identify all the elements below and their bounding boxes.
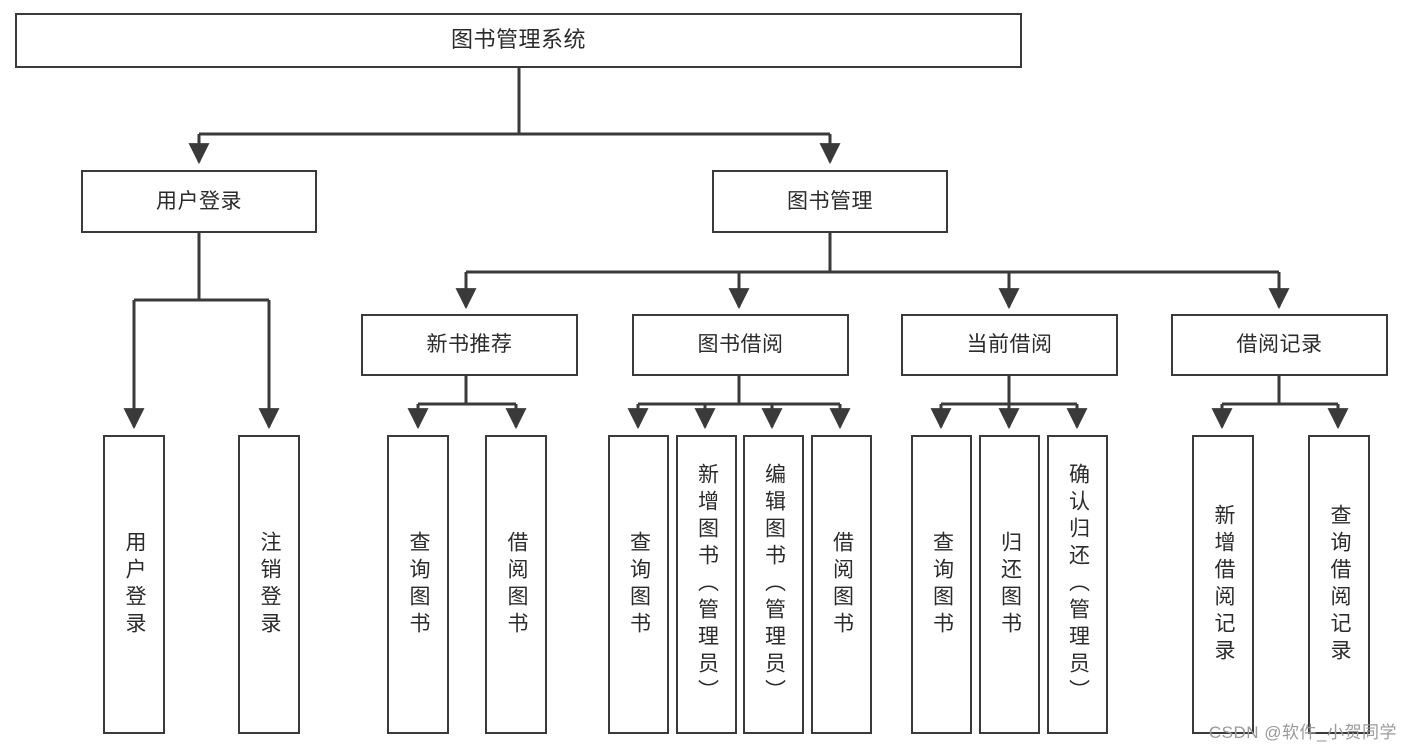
node-label: 编辑图书（管理员） (762, 463, 786, 706)
node-label: 查询图书 (627, 530, 651, 639)
node-label: 新增图书（管理员） (695, 463, 719, 706)
node-label: 图书管理 (787, 189, 873, 213)
node-leaf-query-borrow-record[interactable]: 查询借阅记录 (1308, 435, 1370, 734)
node-label: 借阅图书 (505, 530, 529, 639)
node-label: 注销登录 (258, 530, 282, 639)
node-leaf-add-borrow-record[interactable]: 新增借阅记录 (1192, 435, 1254, 734)
node-root-system[interactable]: 图书管理系统 (15, 13, 1022, 68)
node-label: 图书管理系统 (450, 27, 586, 53)
node-label: 新增借阅记录 (1212, 503, 1236, 666)
node-leaf-user-login[interactable]: 用户登录 (103, 435, 165, 734)
node-label: 用户登录 (156, 189, 242, 213)
node-leaf-borrow-book[interactable]: 借阅图书 (811, 435, 872, 734)
watermark-csdn: CSDN @软件_小贺同学 (1208, 723, 1397, 742)
node-label: 借阅记录 (1236, 333, 1323, 357)
node-leaf-logout[interactable]: 注销登录 (238, 435, 300, 734)
node-leaf-query-book-recommend[interactable]: 查询图书 (387, 435, 449, 734)
node-label: 确认归还（管理员） (1066, 463, 1090, 706)
node-label: 查询借阅记录 (1328, 503, 1352, 666)
node-label: 图书借阅 (697, 333, 784, 357)
node-leaf-query-book-current[interactable]: 查询图书 (911, 435, 972, 734)
node-leaf-confirm-return-admin[interactable]: 确认归还（管理员） (1047, 435, 1108, 734)
node-leaf-query-book-borrow[interactable]: 查询图书 (608, 435, 669, 734)
node-book-borrow[interactable]: 图书借阅 (632, 314, 849, 376)
node-label: 查询图书 (407, 530, 431, 639)
node-leaf-return-book[interactable]: 归还图书 (979, 435, 1040, 734)
node-label: 借阅图书 (830, 530, 854, 639)
node-label: 查询图书 (930, 530, 954, 639)
node-label: 归还图书 (998, 530, 1022, 639)
node-book-management[interactable]: 图书管理 (712, 170, 948, 233)
node-leaf-add-book-admin[interactable]: 新增图书（管理员） (676, 435, 737, 734)
node-label: 用户登录 (123, 530, 147, 639)
node-leaf-edit-book-admin[interactable]: 编辑图书（管理员） (743, 435, 804, 734)
node-label: 新书推荐 (426, 333, 513, 357)
node-leaf-borrow-book-recommend[interactable]: 借阅图书 (485, 435, 547, 734)
node-user-login[interactable]: 用户登录 (81, 170, 317, 233)
node-label: 当前借阅 (966, 333, 1053, 357)
node-current-borrow[interactable]: 当前借阅 (901, 314, 1118, 376)
node-borrow-record[interactable]: 借阅记录 (1171, 314, 1388, 376)
node-new-book-recommend[interactable]: 新书推荐 (361, 314, 578, 376)
